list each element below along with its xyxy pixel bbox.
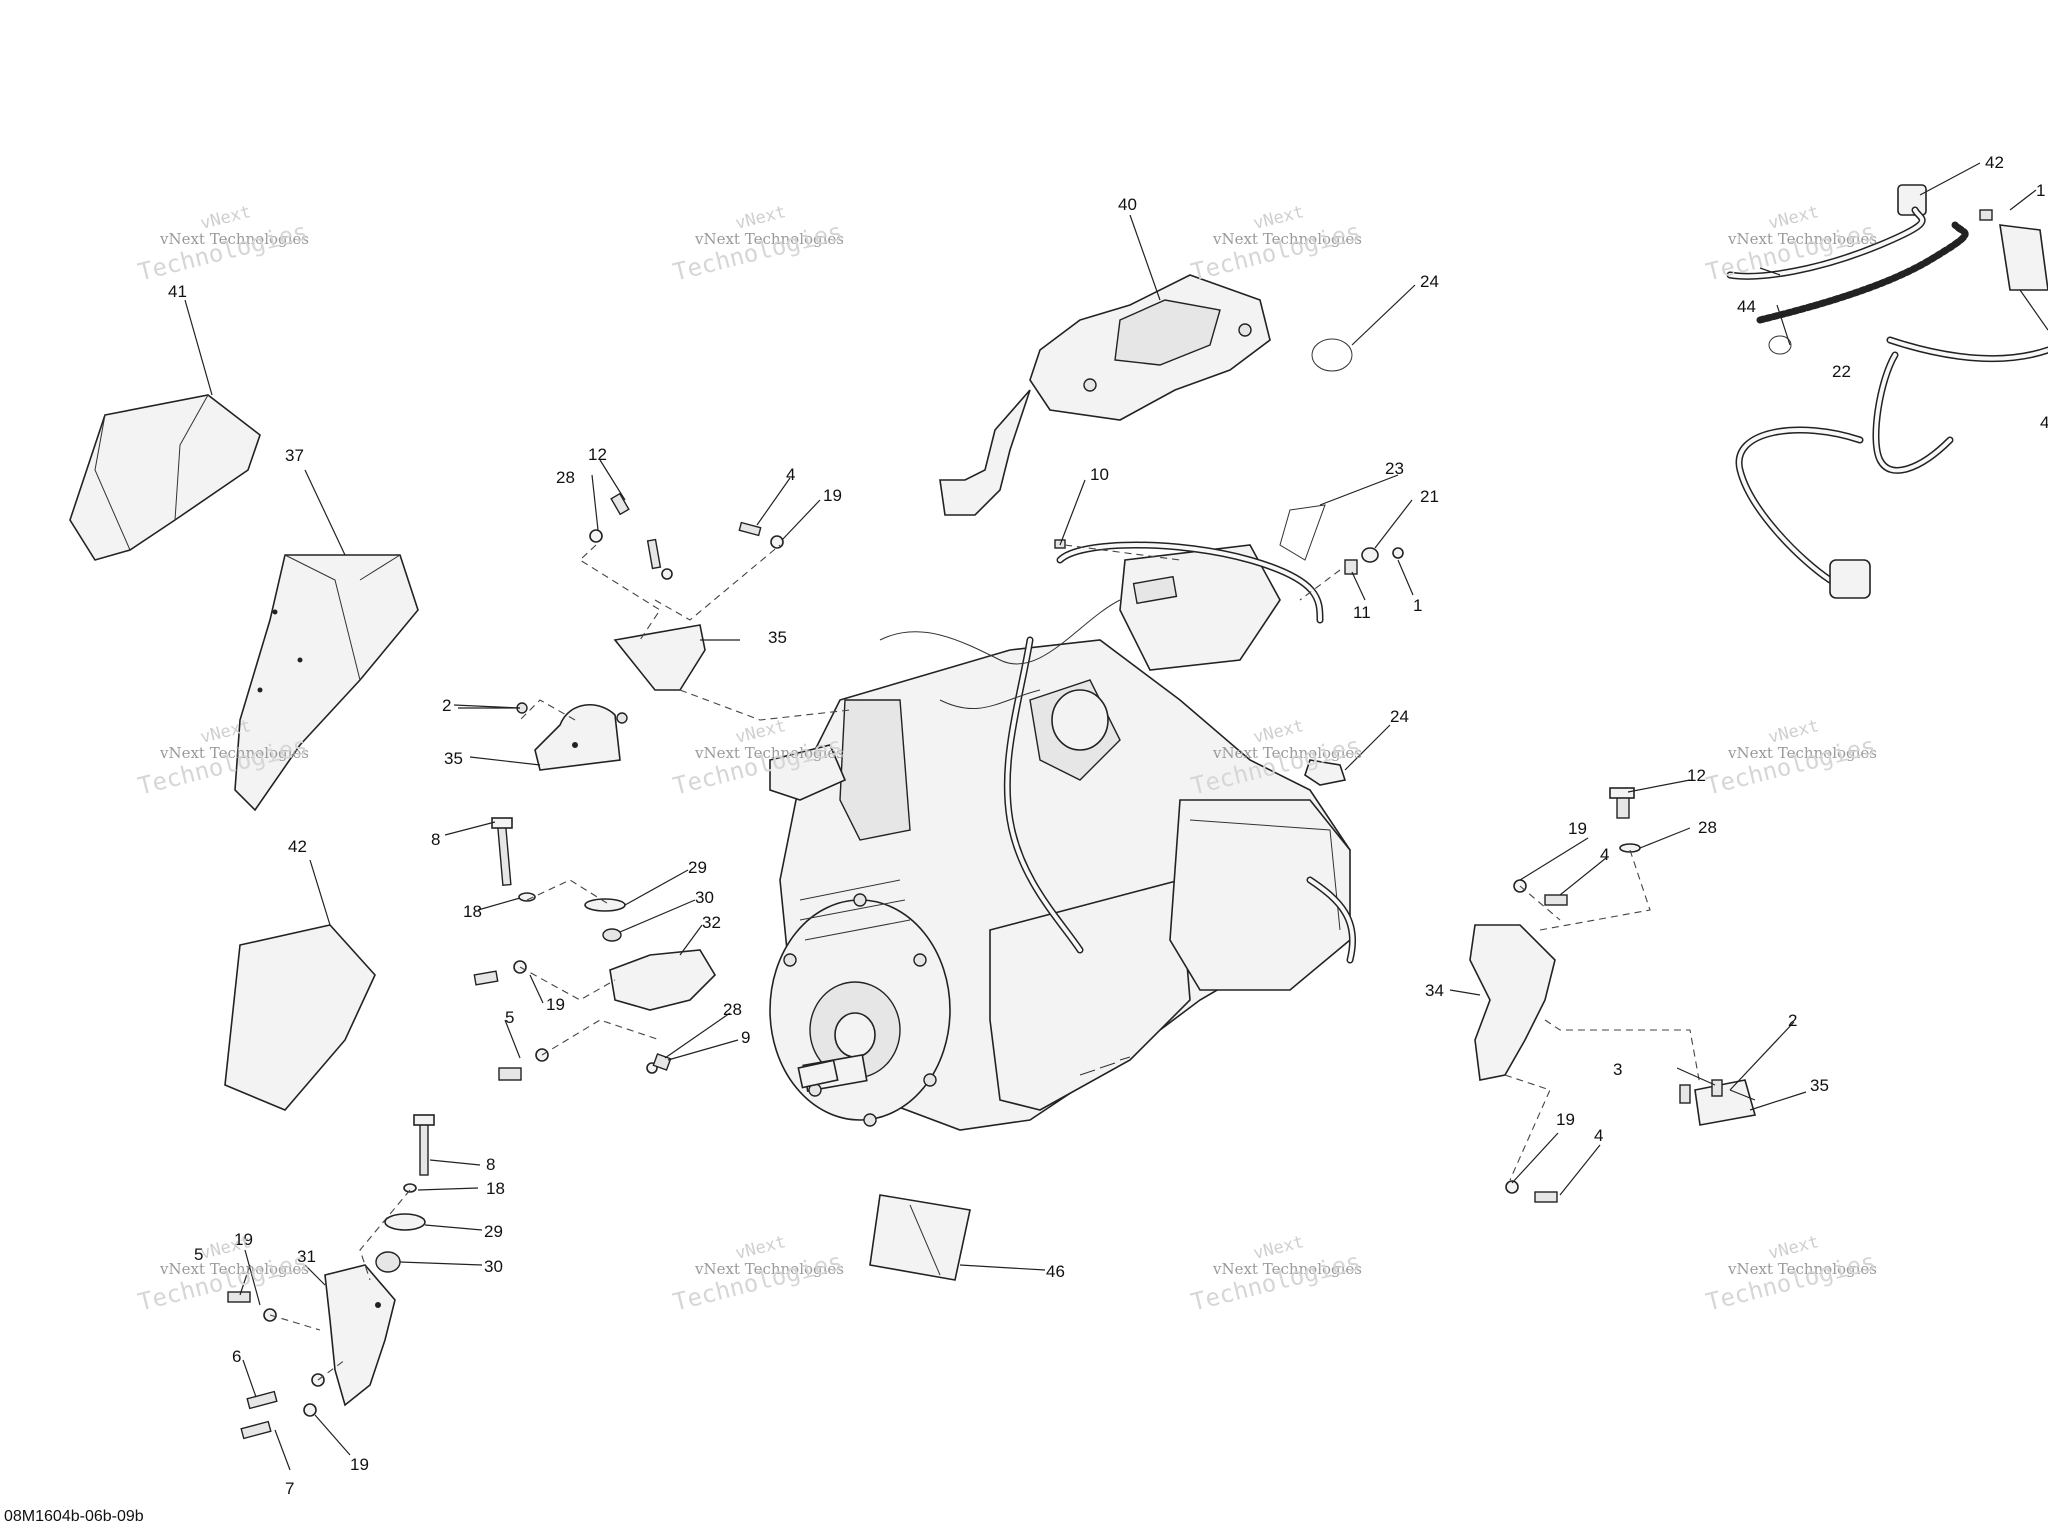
callout-34: 35 — [768, 628, 787, 647]
callout-4-right-upper: 4 — [1600, 845, 1609, 864]
callout-28-right: 28 — [1698, 818, 1717, 837]
callout-4-left: 4 — [786, 465, 795, 484]
mount-35-right — [1694, 1079, 1757, 1126]
callout-19-left: 19 — [823, 486, 842, 505]
bolts-lower-left — [227, 1291, 325, 1440]
bracket-23 — [1279, 504, 1326, 561]
callout-46: 46 — [1046, 1262, 1065, 1281]
callout-30-upper: 30 — [695, 888, 714, 907]
callout-18-lower: 18 — [486, 1179, 505, 1198]
bolts-upper-left — [516, 492, 784, 724]
callout-28-left: 28 — [556, 468, 575, 487]
callout-19-lower-left: 19 — [234, 1230, 253, 1249]
bracket-33 — [1469, 924, 1556, 1081]
label-plate-46 — [869, 1194, 971, 1281]
callout-24-mid: 24 — [1390, 707, 1409, 726]
callout-35-right: 35 — [1810, 1076, 1829, 1095]
callout-1-right: 1 — [2036, 181, 2045, 200]
panel-37 — [234, 554, 419, 812]
callout-2-left: 2 — [442, 696, 451, 715]
leader-lines — [184, 162, 2048, 1471]
connection-lines — [269, 544, 1701, 1381]
callout-5-upper: 5 — [505, 1008, 514, 1027]
callout-35-left: 35 — [444, 749, 463, 768]
callout-4-right-lower: 4 — [1594, 1126, 1603, 1145]
drawing-code: 08M1604b-06b-09b — [4, 1508, 144, 1525]
bolts-left-middle — [473, 960, 549, 1081]
callout-10: 10 — [1090, 465, 1109, 484]
callout-21: 21 — [1420, 487, 1439, 506]
callout-30-lower: 30 — [484, 1257, 503, 1276]
callout-42: 42 — [1985, 153, 2004, 172]
callout-18-upper: 18 — [463, 902, 482, 921]
callout-28-mid: 28 — [723, 1000, 742, 1019]
callout-24-top: 24 — [1420, 272, 1439, 291]
callout-44: 44 — [1737, 297, 1756, 316]
callout-47: 41 — [168, 282, 187, 301]
panel-47 — [69, 394, 261, 561]
callout-8-lower: 8 — [486, 1155, 495, 1174]
callout-6: 6 — [232, 1347, 241, 1366]
callout-37: 37 — [285, 446, 304, 465]
callout-7: 7 — [285, 1479, 294, 1498]
wiring-harness-top-right — [1726, 184, 2048, 599]
callout-19-mid: 19 — [546, 995, 565, 1014]
callout-29-upper: 29 — [688, 858, 707, 877]
callout-2-right: 2 — [1788, 1011, 1797, 1030]
callout-40: 40 — [1118, 195, 1137, 214]
bolt-8-lower — [413, 1114, 435, 1176]
callout-29-lower: 29 — [484, 1222, 503, 1241]
callout-3: 3 — [1613, 1060, 1622, 1079]
engine-assembly — [769, 541, 1357, 1131]
callout-12-left: 12 — [588, 445, 607, 464]
clamp-24-top — [1311, 338, 1353, 372]
mount-35-left — [534, 703, 621, 771]
callout-19-right-upper: 19 — [1568, 819, 1587, 838]
bracket-31 — [324, 1264, 396, 1407]
bracket-34 — [613, 624, 706, 691]
callout-11: 11 — [1353, 603, 1371, 622]
callout-19-right-lower: 19 — [1556, 1110, 1575, 1129]
bolt-8-upper — [491, 817, 536, 902]
callout-4-right-edge: 4 — [2040, 413, 2048, 432]
callout-31: 31 — [297, 1247, 316, 1266]
callout-9: 9 — [741, 1028, 750, 1047]
callout-22: 22 — [1832, 362, 1851, 381]
callout-19-bottom: 19 — [350, 1455, 369, 1474]
callout-32: 32 — [702, 913, 721, 932]
clamp-24-middle — [1304, 759, 1347, 786]
bracket-40 — [939, 274, 1271, 516]
callout-41: 42 — [288, 837, 307, 856]
callout-12-right: 12 — [1687, 766, 1706, 785]
callout-5-lower: 5 — [194, 1245, 203, 1264]
washers-18-29-30-lower — [375, 1183, 426, 1273]
callout-8-upper: 8 — [431, 830, 440, 849]
callout-33: 34 — [1425, 981, 1444, 1000]
callout-23: 23 — [1385, 459, 1404, 478]
callout-labels: 41 37 42 40 24 10 23 21 11 1 42 1 44 22 … — [168, 153, 2048, 1498]
panel-41 — [224, 924, 376, 1111]
callout-1: 1 — [1413, 596, 1422, 615]
